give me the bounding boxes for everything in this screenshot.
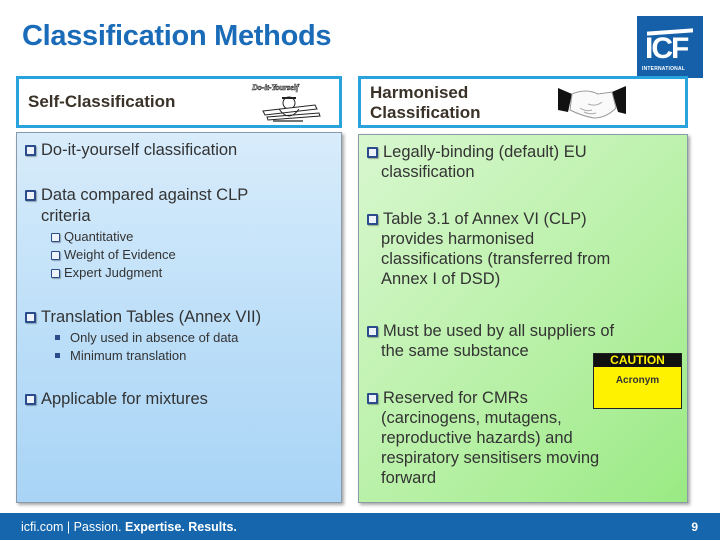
item-line: Legally-binding (default) EU [383,143,587,161]
sub-list-item: Quantitative [51,229,133,245]
sub-item-text: Expert Judgment [64,265,163,280]
checkbox-bullet-icon [25,394,36,405]
sub-list-item: Weight of Evidence [51,247,176,263]
checkbox-bullet-icon [367,393,378,404]
sub-item-text: Quantitative [64,229,134,244]
logo-subtext: INTERNATIONAL [642,66,686,72]
sub-list-item: Only used in absence of data [55,330,238,346]
checkbox-bullet-icon [367,214,378,225]
sub-item-text: Minimum translation [70,348,187,363]
footer-passion: Passion. [73,520,125,534]
checkbox-bullet-icon [367,147,378,158]
checkbox-bullet-icon [51,233,60,242]
page-title: Classification Methods [22,20,332,52]
self-classification-header: Self-Classification Do-it-Yourself [16,76,342,128]
list-item: Reserved for CMRs (carcinogens, mutagens… [367,388,599,488]
item-line: Reserved for CMRs [383,389,528,407]
item-line: reproductive hazards) and [381,429,573,447]
caution-sign: CAUTION Acronym [593,353,682,409]
harmonised-classification-header: Harmonised Classification [358,76,688,128]
handshake-icon [556,82,628,124]
item-text: Translation Tables (Annex VII) [41,308,262,326]
list-item: Applicable for mixtures [25,389,208,409]
list-item: Legally-binding (default) EU classificat… [367,142,587,182]
square-bullet-icon [55,353,60,358]
item-line: Must be used by all suppliers of [383,322,615,340]
checkbox-bullet-icon [25,312,36,323]
checkbox-bullet-icon [25,190,36,201]
caution-header: CAUTION [594,354,681,367]
sub-list-item: Minimum translation [55,348,186,364]
item-text: Do-it-yourself classification [41,141,238,159]
list-item: Table 3.1 of Annex VI (CLP) provides har… [367,209,610,289]
item-line: Annex I of DSD) [381,270,501,288]
footer-bar: icfi.com | Passion. Expertise. Results. … [0,513,720,540]
sub-list-item: Expert Judgment [51,265,162,281]
footer-results: Results. [184,520,237,534]
self-classification-panel: Do-it-yourself classification Data compa… [16,132,342,503]
logo-text: ICF [645,32,689,65]
item-line: classification [381,163,475,181]
item-text: Data compared against CLP [41,186,249,204]
footer-site-link[interactable]: icfi.com [21,520,64,534]
self-classification-title: Self-Classification [28,92,176,111]
item-text: Applicable for mixtures [41,390,208,408]
item-line: respiratory sensitisers moving [381,449,600,467]
svg-text:Do-it-Yourself: Do-it-Yourself [251,83,300,92]
footer-separator: | [63,520,74,534]
checkbox-bullet-icon [367,326,378,337]
icf-logo: ICF INTERNATIONAL [637,16,703,78]
checkbox-bullet-icon [51,251,60,260]
list-item: Data compared against CLP [25,185,248,205]
list-item: Do-it-yourself classification [25,140,237,160]
square-bullet-icon [55,335,60,340]
item-line: the same substance [381,342,529,360]
item-line: forward [381,469,437,487]
do-it-yourself-icon: Do-it-Yourself [249,81,327,125]
caution-body: Acronym [615,375,660,386]
heading-line-1: Harmonised [370,83,469,102]
item-line: Table 3.1 of Annex VI (CLP) [383,210,587,228]
list-item-continuation: criteria [41,207,91,225]
page-number: 9 [691,520,698,534]
harmonised-classification-title: Harmonised Classification [370,83,481,123]
checkbox-bullet-icon [51,269,60,278]
harmonised-classification-panel: Legally-binding (default) EU classificat… [358,134,688,503]
sub-item-text: Only used in absence of data [70,330,239,345]
item-line: classifications (transferred from [381,250,611,268]
list-item: Must be used by all suppliers of the sam… [367,321,614,361]
heading-line-2: Classification [370,103,481,122]
list-item: Translation Tables (Annex VII) [25,307,261,327]
item-line: provides harmonised [381,230,535,248]
footer-tagline: icfi.com | Passion. Expertise. Results. [21,520,237,534]
item-line: (carcinogens, mutagens, [381,409,562,427]
sub-item-text: Weight of Evidence [64,247,176,262]
footer-expertise: Expertise. [125,520,185,534]
checkbox-bullet-icon [25,145,36,156]
